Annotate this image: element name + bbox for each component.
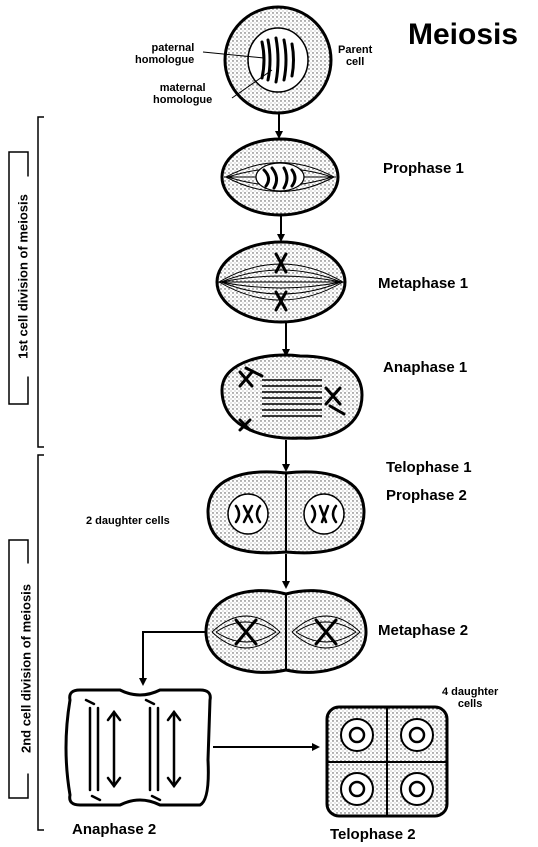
- prophase1-cell: [222, 139, 338, 215]
- metaphase2-label: Metaphase 2: [378, 623, 468, 638]
- second-division-label: 2nd cell division of meiosis: [19, 564, 34, 774]
- maternal-label-line1: maternal: [153, 82, 212, 94]
- paternal-label-line1: paternal: [135, 42, 194, 54]
- telophase1-cells: [208, 472, 364, 553]
- arrow-metaphase2-anaphase2: [143, 632, 206, 684]
- parent-cell: [225, 7, 331, 113]
- anaphase1-cell: [222, 355, 362, 438]
- metaphase1-label: Metaphase 1: [378, 276, 468, 291]
- parent-cell-label-line2: cell: [338, 56, 372, 68]
- paternal-homologue-label: paternal homologue: [135, 42, 194, 66]
- four-daughter-cells-label: 4 daughter cells: [442, 686, 498, 710]
- first-division-bracket: [38, 117, 44, 447]
- telophase2-label: Telophase 2: [330, 827, 416, 842]
- anaphase2-label: Anaphase 2: [72, 822, 156, 837]
- second-division-bracket: [38, 455, 44, 830]
- parent-cell-label: Parent cell: [338, 44, 372, 68]
- metaphase2-cells: [206, 591, 366, 673]
- anaphase2-cells: [66, 690, 210, 805]
- metaphase1-cell: [217, 242, 345, 322]
- telophase2-cells: [327, 707, 447, 816]
- anaphase1-label: Anaphase 1: [383, 360, 467, 375]
- first-division-label: 1st cell division of meiosis: [16, 177, 31, 377]
- parent-cell-label-line1: Parent: [338, 44, 372, 56]
- prophase1-label: Prophase 1: [383, 161, 464, 176]
- two-daughter-cells-label: 2 daughter cells: [86, 515, 170, 527]
- four-daughter-line1: 4 daughter: [442, 686, 498, 698]
- paternal-label-line2: homologue: [135, 54, 194, 66]
- maternal-label-line2: homologue: [153, 94, 212, 106]
- telophase1-label: Telophase 1: [386, 460, 472, 475]
- maternal-homologue-label: maternal homologue: [153, 82, 212, 106]
- four-daughter-line2: cells: [442, 698, 498, 710]
- diagram-title: Meiosis: [408, 20, 518, 50]
- prophase2-label: Prophase 2: [386, 488, 467, 503]
